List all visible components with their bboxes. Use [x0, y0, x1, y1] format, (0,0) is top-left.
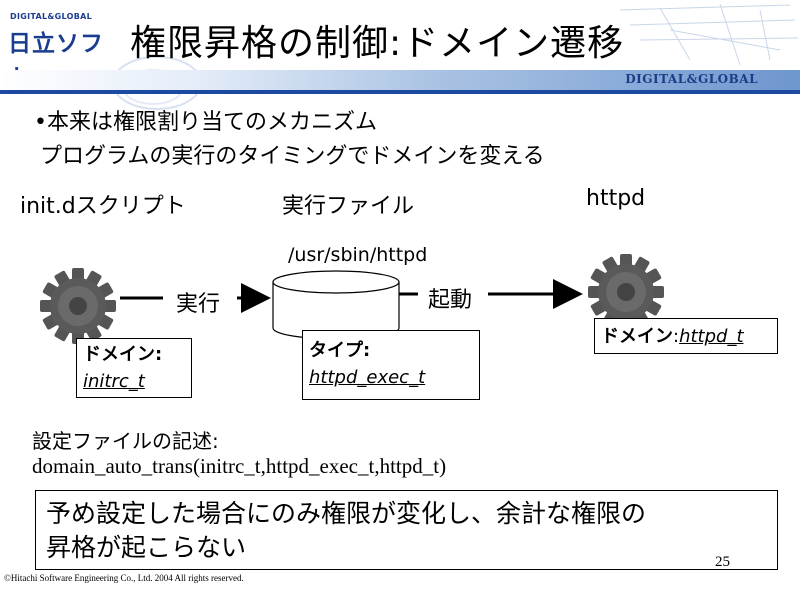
- header-decoration: [619, 3, 799, 66]
- header-rule: [0, 90, 800, 94]
- type-box-httpd-exec: タイプ: httpd_exec_t: [302, 330, 480, 400]
- domain-box-initrc: ドメイン: initrc_t: [76, 338, 192, 398]
- gear-icon: [588, 254, 664, 330]
- bullet-line-1: •本来は権限割り当てのメカニズム: [34, 110, 377, 135]
- domain-label: ドメイン: [601, 326, 673, 347]
- note-line-1: 予め設定した場合にのみ権限が変化し、余計な権限の: [46, 499, 647, 528]
- slide-title: 権限昇格の制御:ドメイン遷移: [130, 23, 625, 64]
- note-line-2: 昇格が起こらない: [46, 533, 247, 562]
- domain-value: httpd_t: [679, 326, 744, 347]
- domain-box-httpd: ドメイン:httpd_t: [594, 318, 778, 354]
- config-heading: 設定ファイルの記述:: [32, 429, 219, 453]
- company-logo: DIGITAL&GLOBAL 日立ソフト: [8, 12, 116, 91]
- bullet-line-2: プログラムの実行のタイミングでドメインを変える: [40, 144, 545, 169]
- initd-script-title: init.dスクリプト: [20, 194, 186, 219]
- config-rule: domain_auto_trans(initrc_t,httpd_exec_t,…: [32, 454, 447, 478]
- type-label: タイプ:: [309, 340, 371, 361]
- file-path: /usr/sbin/httpd: [288, 244, 428, 266]
- executable-title: 実行ファイル: [282, 194, 415, 219]
- logo-tagline: DIGITAL&GLOBAL: [10, 12, 93, 21]
- execute-label: 実行: [176, 292, 221, 317]
- file-cylinder: [272, 270, 400, 340]
- copyright-text: ©Hitachi Software Engineering Co., Ltd. …: [4, 573, 244, 583]
- domain-separator: :: [673, 326, 680, 347]
- bullet-text: •本来は権限割り当てのメカニズム プログラムの実行のタイミングでドメインを変える: [34, 106, 545, 174]
- type-value: httpd_exec_t: [309, 367, 426, 388]
- page-number: 25: [715, 554, 730, 570]
- domain-label: ドメイン:: [83, 344, 163, 365]
- launch-label: 起動: [428, 288, 473, 313]
- brand-tagline: DIGITAL&GLOBAL: [625, 72, 758, 86]
- summary-note: 予め設定した場合にのみ権限が変化し、余計な権限の 昇格が起こらない: [35, 490, 778, 570]
- httpd-title: httpd: [586, 186, 646, 211]
- gear-icon: [40, 268, 116, 344]
- domain-value: initrc_t: [83, 371, 145, 392]
